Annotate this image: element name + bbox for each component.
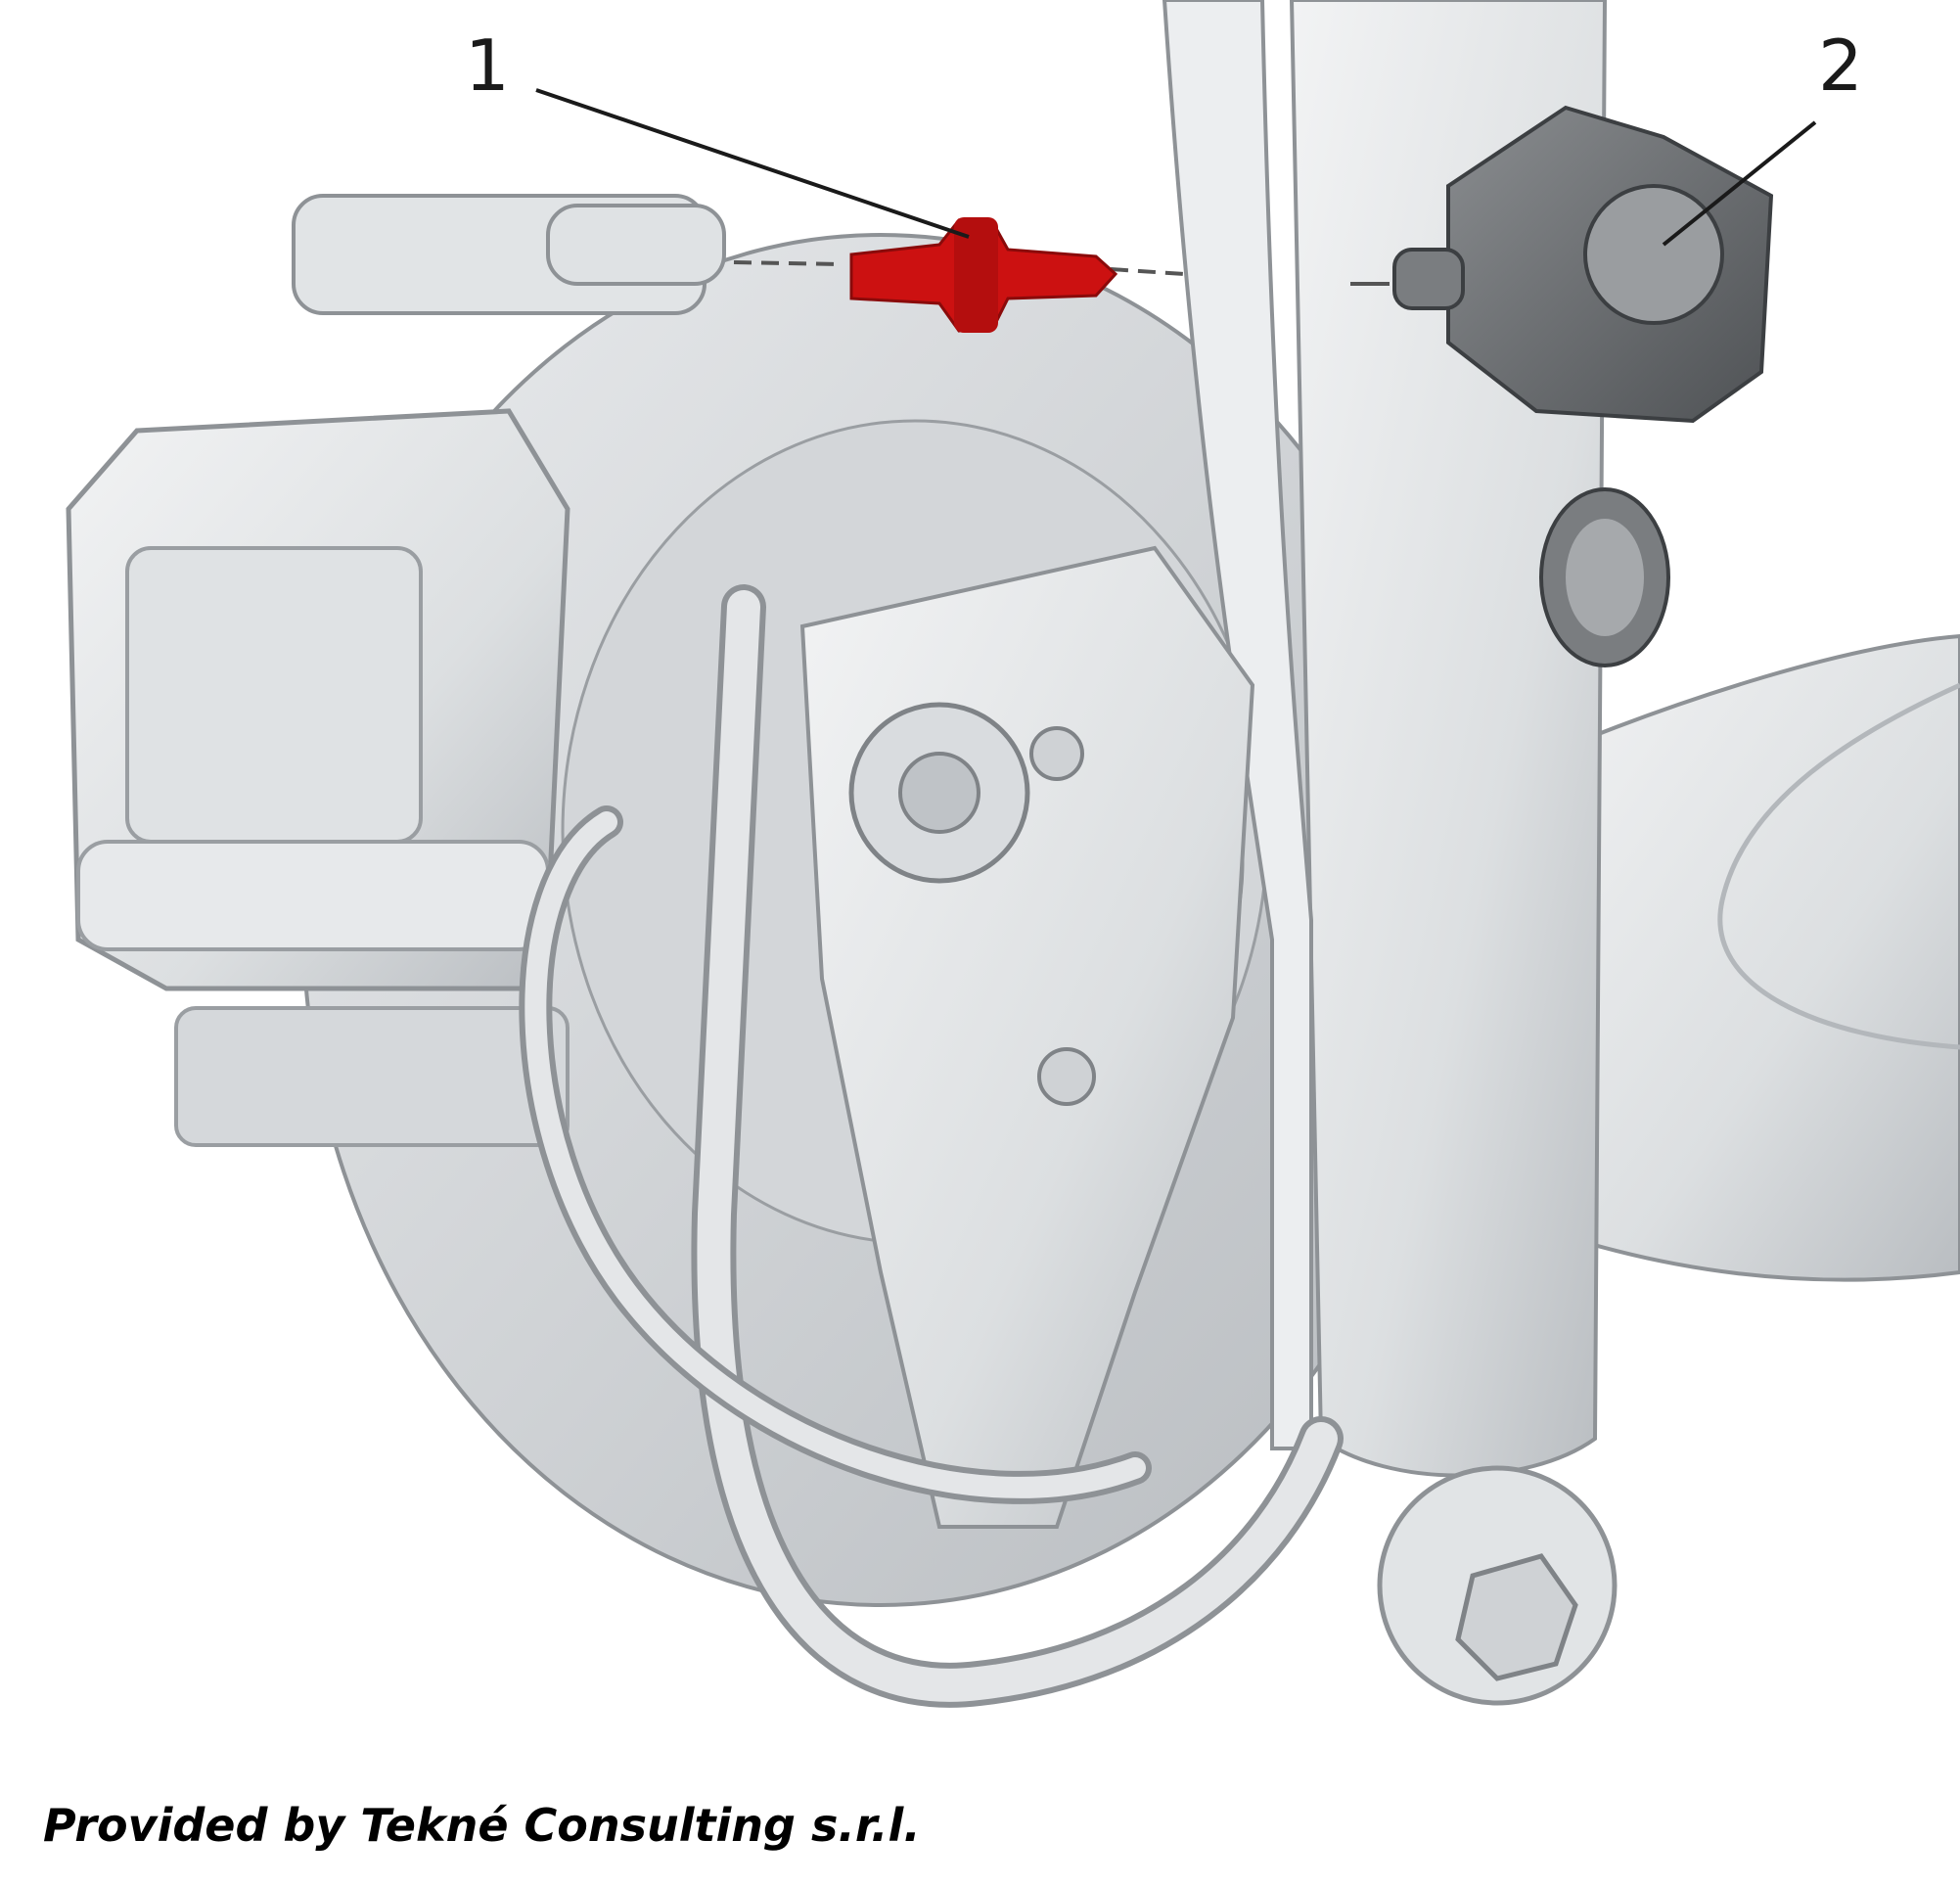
leader-line-1 — [535, 88, 970, 239]
leader-line-2 — [1662, 120, 1817, 247]
callout-label-2: 2 — [1818, 24, 1863, 107]
credit-text: Provided by Tekné Consulting s.r.l. — [43, 1799, 921, 1852]
wheel-knuckle — [799, 545, 1255, 1529]
callout-label-1: 1 — [465, 24, 510, 107]
brake-hose — [519, 584, 1344, 1708]
sensor-part-2 — [1392, 105, 1774, 667]
hydraulic-fitting — [546, 204, 1390, 286]
highlighted-part-1 — [849, 217, 1118, 333]
lower-bolt — [1377, 1465, 1618, 1706]
suspension-arm — [1525, 633, 1960, 1282]
